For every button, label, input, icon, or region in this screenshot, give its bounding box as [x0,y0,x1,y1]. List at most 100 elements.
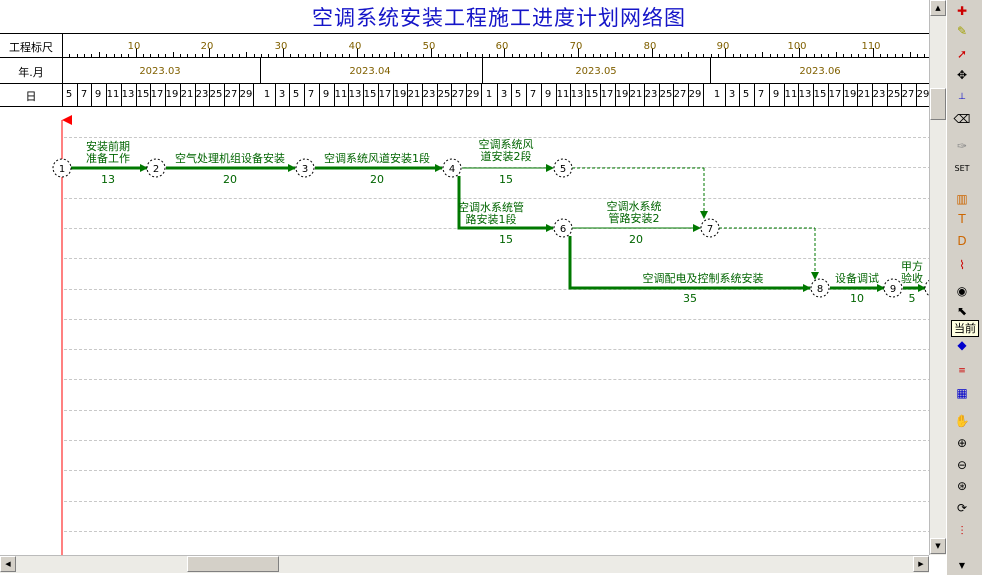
network-node[interactable]: 3 [295,158,315,178]
network-node[interactable]: 6 [553,218,573,238]
activity-name: 准备工作 [86,151,130,165]
scroll-right-button[interactable]: ▶ [913,556,929,572]
day-separator [451,84,452,106]
scale-tick-label: 60 [495,41,509,52]
scale-tick [917,54,918,57]
svg-text:3: 3 [302,164,308,175]
network-canvas[interactable]: 空调系统安装工程施工进度计划网络图 工程标尺 年.月 日 2023.03 202… [0,0,946,575]
day-label: 13 [348,89,362,100]
day-separator [304,84,305,106]
network-node[interactable]: 4 [442,158,462,178]
day-label: 1 [485,89,493,100]
scale-tick [114,54,115,57]
scroll-down-button[interactable]: ▼ [930,538,946,554]
cursor-icon[interactable]: ⬉ [956,304,968,318]
row-label-month: 年.月 [18,66,44,79]
scale-tick [106,54,107,57]
scale-tick [858,54,859,57]
eraser-icon[interactable]: ⌫ [953,112,971,126]
dash-line-icon[interactable]: ≡ [958,366,966,376]
day-label: 21 [857,89,871,100]
network-node[interactable]: 8 [810,278,830,298]
day-label: 3 [500,89,508,100]
split-icon[interactable]: ⫶ [960,524,964,538]
scale-tick [482,54,483,57]
document-icon[interactable]: D [957,234,967,248]
scale-tick [843,54,844,57]
fit-icon[interactable]: ⊛ [956,479,968,493]
scale-tick [770,54,771,57]
chart-title: 空调系统安装工程施工进度计划网络图 [312,6,686,30]
day-label: 17 [828,89,842,100]
activity-duration: 35 [683,292,697,305]
day-label: 9 [322,89,330,100]
activity-name: 空调水系统管 [458,200,524,214]
scale-tick [313,54,314,57]
day-separator [798,84,799,106]
activity-name: 设备调试 [835,271,879,285]
network-node[interactable]: 1 [52,158,72,178]
scale-tick [290,54,291,57]
vertical-scrollbar[interactable]: ▲ ▼ [929,0,946,555]
insert-node-icon[interactable]: ✚ [956,4,968,18]
network-node[interactable]: 9 [883,278,903,298]
edit-icon[interactable]: ✎ [956,24,968,38]
grid-select-icon[interactable]: ▦ [956,386,968,400]
zoom-in-icon[interactable]: ⊕ [956,436,968,450]
grid-row [64,319,946,320]
pointer-icon[interactable]: ➚ [956,47,968,61]
align-icon[interactable]: ⊥ [958,92,966,102]
scale-tick [519,54,520,57]
scale-tick [902,54,903,57]
scale-tick [814,54,815,57]
scale-tick [512,54,513,57]
grid-row [64,198,946,199]
layer-icon[interactable]: ◉ [956,284,968,298]
set-icon[interactable]: SET [954,164,970,173]
day-separator [673,84,674,106]
vertical-scroll-thumb[interactable] [930,88,946,120]
network-node[interactable]: 5 [553,158,573,178]
day-separator [556,84,557,106]
day-separator [106,84,107,106]
line-chart-icon[interactable]: ⌇ [959,258,965,272]
day-label: 21 [180,89,194,100]
day-separator [180,84,181,106]
day-label: 15 [363,89,377,100]
scale-tick [202,54,203,57]
scroll-left-button[interactable]: ◀ [0,556,16,572]
network-node[interactable]: 2 [146,158,166,178]
activity-arrow-4-6[interactable] [457,176,554,232]
scale-tick [224,54,225,57]
day-separator [872,84,873,106]
pan-icon[interactable]: ✋ [954,414,970,428]
scale-tick [276,54,277,57]
bar-chart-icon[interactable]: ▥ [956,192,968,206]
move-icon[interactable]: ✥ [956,68,968,82]
activity-arrow-6-8[interactable] [568,236,811,292]
zoom-out-icon[interactable]: ⊖ [956,458,968,472]
scale-tick [615,52,616,57]
day-label: 23 [872,89,886,100]
toolbar-scroll-down-icon[interactable]: ▼ [958,561,966,570]
day-label: 23 [195,89,209,100]
activity-name: 路安装1段 [466,212,517,226]
refresh-icon[interactable]: ⟳ [956,501,968,515]
network-node[interactable]: 7 [700,218,720,238]
grid-row [64,379,946,380]
scale-tick [629,54,630,57]
day-separator [481,84,482,106]
layers-icon[interactable]: ◆ [957,338,967,352]
scale-tick [394,52,395,57]
text-icon[interactable]: T [958,212,966,226]
grid-row [64,531,946,532]
scale-tick [165,54,166,57]
scale-tick [792,54,793,57]
activity-name: 空调水系统 [607,199,662,213]
horizontal-scrollbar[interactable]: ◀ ▶ [0,555,929,573]
horizontal-scroll-thumb[interactable] [187,556,279,572]
day-label: 13 [121,89,135,100]
scale-tick [150,54,151,57]
brush-icon[interactable]: ✑ [956,139,968,153]
scroll-up-button[interactable]: ▲ [930,0,946,16]
